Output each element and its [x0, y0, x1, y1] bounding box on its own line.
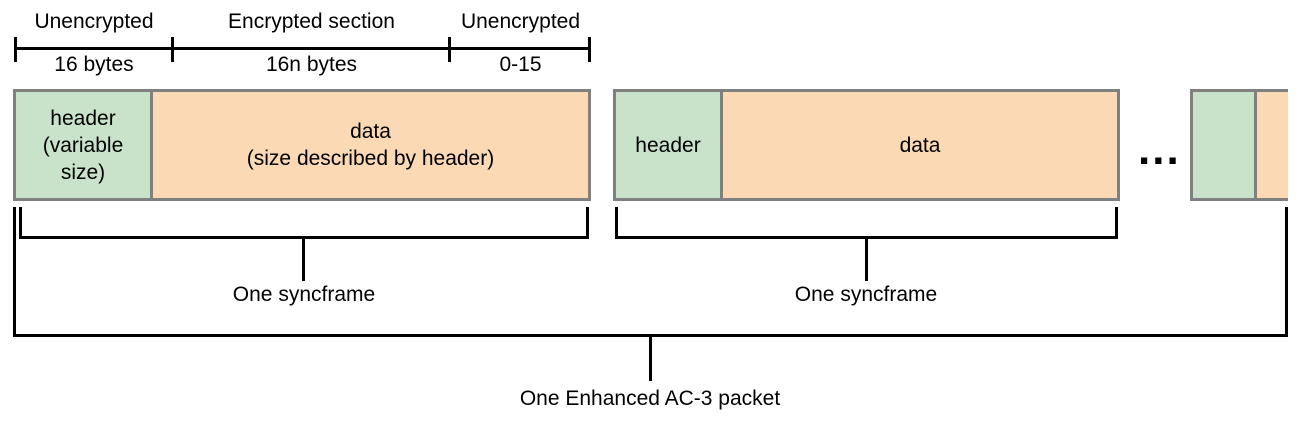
syncframe-1-brace-label: One syncframe: [232, 283, 376, 306]
syncframe-partial-header-cell: [1193, 92, 1257, 198]
packet-brace-label: One Enhanced AC-3 packet: [519, 387, 781, 410]
ellipsis: ...: [1138, 125, 1181, 174]
ruler-tick: [171, 37, 174, 62]
ruler-tick: [588, 37, 591, 62]
syncframe-2-data-cell: data: [723, 92, 1117, 198]
ruler-section-label: Encrypted section: [228, 10, 395, 33]
ruler-section-size: 16n bytes: [265, 53, 358, 76]
ruler-line: [15, 47, 591, 50]
syncframe-2-brace-tick: [865, 239, 868, 281]
syncframe-2-brace-label: One syncframe: [794, 283, 938, 306]
syncframe-1-data-cell: data (size described by header): [153, 92, 588, 198]
packet-brace: [13, 207, 1288, 337]
ruler-tick: [448, 37, 451, 62]
syncframe-1-box: header (variable size) data (size descri…: [13, 89, 591, 201]
syncframe-2-brace: [615, 207, 1118, 239]
syncframe-2-header-cell: header: [616, 92, 723, 198]
syncframe-2-box: header data: [613, 89, 1120, 201]
ruler-section-label: Unencrypted: [460, 10, 581, 33]
syncframe-partial-box: [1190, 89, 1288, 201]
syncframe-1-brace: [19, 207, 589, 239]
ruler-section-size: 16 bytes: [54, 53, 134, 76]
ruler-section-label: Unencrypted: [34, 10, 154, 33]
syncframe-1-header-cell: header (variable size): [16, 92, 153, 198]
syncframe-partial-data-cell: [1257, 92, 1288, 198]
ruler-tick: [14, 37, 17, 62]
syncframe-1-brace-tick: [302, 239, 305, 281]
packet-brace-tick: [649, 337, 652, 381]
ruler-section-size: 0-15: [499, 53, 542, 76]
